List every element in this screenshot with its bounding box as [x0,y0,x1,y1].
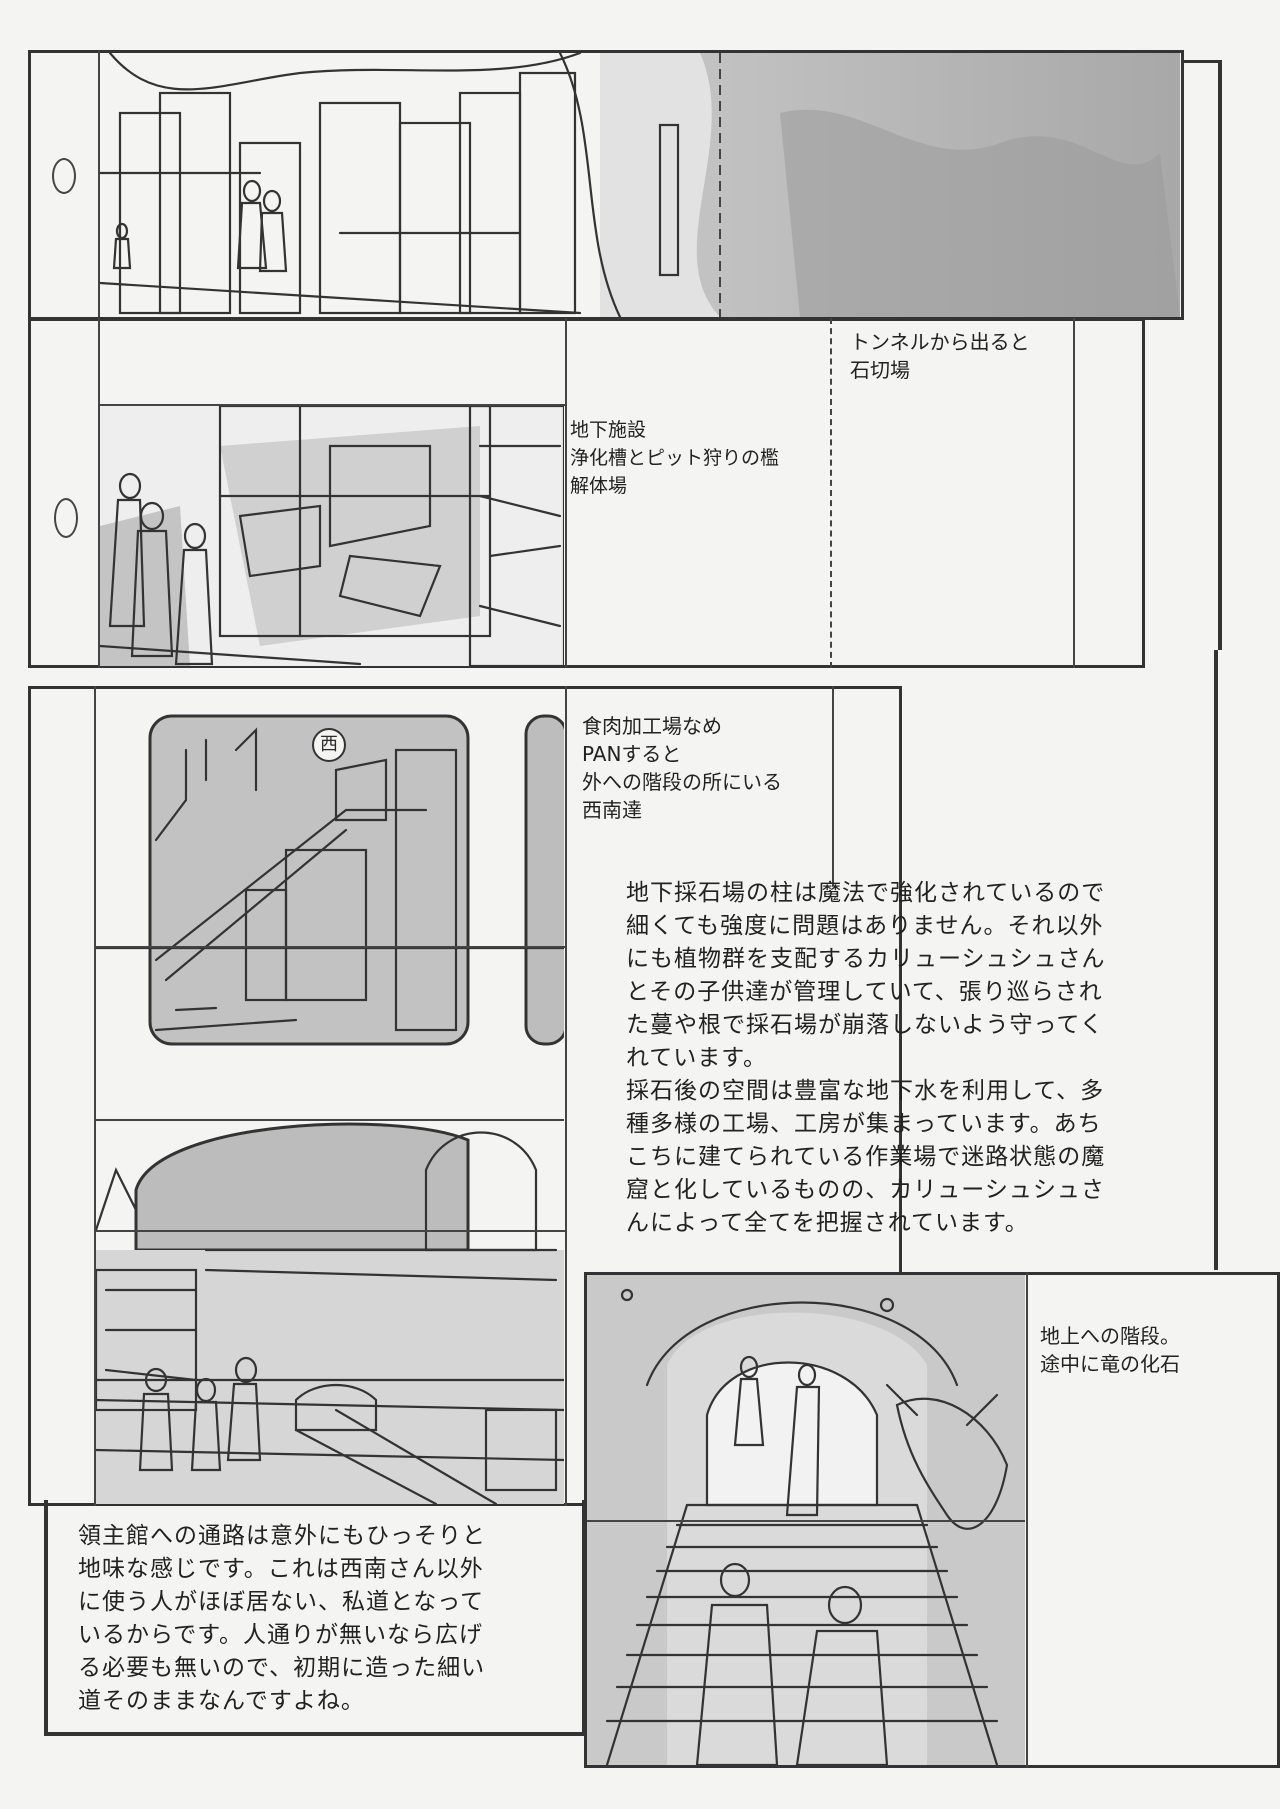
underground-illustration [100,406,564,666]
row-3-mid-rule [96,946,565,948]
cut-mark-circle-1 [52,158,76,194]
storyboard-row-2 [28,318,1145,668]
row-1-left-divider [98,50,100,320]
meat-processing-note: 食肉加工場なめ PANすると 外への階段の所にいる 西南達 [582,714,782,822]
tunnel-exit-illustration [100,53,1180,317]
sign-circle: 西 [312,728,346,762]
row-4-image-text-divider [1026,1272,1028,1768]
row-2-left-divider [98,318,100,668]
row-3-outer-edge [1214,650,1218,1270]
quarry-description: 地下採石場の柱は魔法で強化されているので 細くても強度に問題はありません。それ以… [626,880,1106,1236]
row-2-dashed-divider [830,318,832,668]
stairs-note: 地上への階段。 途中に竜の化石 [1040,1324,1180,1376]
cut-mark-circle-2 [54,498,78,538]
row-2-image-text-divider [565,318,567,668]
passage-text-box [44,1500,584,1736]
row-2-top-inner-rule [98,404,566,406]
row-3-lower-rule [96,1230,565,1232]
row-1-shadow-edge [1184,60,1222,650]
underground-facility-note: 地下施設 浄化槽とピット狩りの檻 解体場 [570,419,780,497]
row-2-right-divider [1073,318,1075,668]
meat-processing-illustration [96,690,564,1504]
tunnel-note: トンネルから出ると 石切場 [850,330,1030,382]
stairs-illustration [587,1275,1025,1765]
sign-label: 西 [320,734,338,755]
row-3-left-divider [94,686,96,1506]
storyboard-row-3 [28,686,902,1506]
passage-description: 領主館への通路は意外にもひっそりと 地味な感じです。これは西南さん以外 に使う人… [78,1523,486,1714]
row-3-right-divider [832,686,834,886]
row-3-image-text-divider [565,686,567,1506]
